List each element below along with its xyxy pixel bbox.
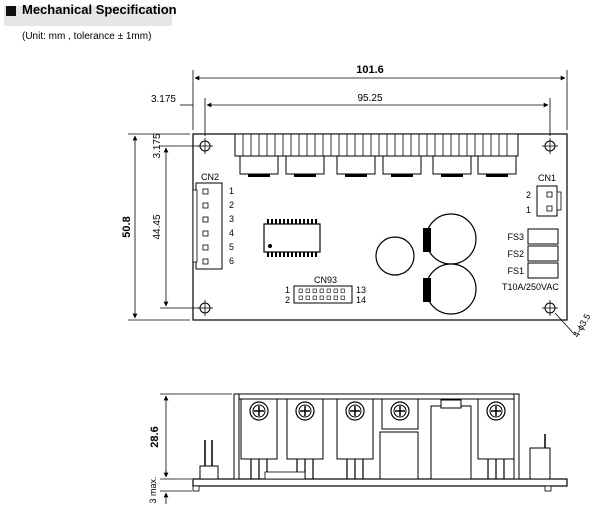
dim-hole-offset-y: 3.175	[152, 133, 163, 158]
fuse-fs3	[527, 228, 559, 245]
fuse-label: FS2	[507, 249, 524, 259]
cn93-label: CN93	[314, 275, 337, 285]
cn93-pin: 13	[356, 285, 366, 295]
screw-icon	[390, 401, 410, 421]
dim-hole-spacing-x: 95.25	[357, 93, 382, 104]
ic-chip	[263, 219, 321, 257]
fuse-label: FS1	[507, 266, 524, 276]
dim-hole-spacing-y: 44.45	[152, 214, 163, 239]
cn2-pin: 4	[229, 228, 234, 238]
page-title: Mechanical Specification	[22, 2, 177, 17]
side-view: 28.6 3 max.	[148, 393, 568, 504]
heatsink-top	[234, 133, 519, 157]
title-bar	[4, 6, 172, 26]
dim-bottom-clearance: 3 max.	[148, 476, 158, 503]
cn2-label: CN2	[201, 172, 219, 182]
cn2-pin: 2	[229, 200, 234, 210]
hole-callout: 4-ϕ3.5	[571, 312, 592, 339]
screw-icon	[249, 401, 269, 421]
screw-icon	[345, 401, 365, 421]
capacitor-large	[425, 263, 477, 315]
cn93-connector	[293, 285, 353, 304]
cn2-pin: 1	[229, 186, 234, 196]
title-bullet-icon	[6, 6, 16, 16]
cn2-pin: 5	[229, 242, 234, 252]
page-subtitle: (Unit: mm , tolerance ± 1mm)	[22, 31, 152, 42]
top-view: 101.6 95.25 3.175 50.8 44.45 3.175 4-ϕ3.…	[121, 64, 593, 339]
capacitor-small	[375, 236, 415, 276]
cn93-pin: 14	[356, 295, 366, 305]
dim-overall-height: 50.8	[121, 216, 133, 237]
capacitor-large	[425, 213, 477, 265]
cn93-pin: 1	[285, 285, 290, 295]
cn1-pin: 2	[526, 190, 531, 200]
pcb-side	[192, 478, 568, 487]
cn2-pin: 6	[229, 256, 234, 266]
dim-side-height: 28.6	[149, 426, 161, 447]
screw-icon	[295, 401, 315, 421]
dim-overall-width: 101.6	[356, 64, 384, 76]
cn1-connector	[536, 185, 558, 217]
cn1-label: CN1	[538, 173, 556, 183]
cn93-pin: 2	[285, 295, 290, 305]
dim-hole-offset-x: 3.175	[151, 94, 176, 105]
cn2-pin: 3	[229, 214, 234, 224]
screw-icon	[486, 401, 506, 421]
fuse-label: FS3	[507, 232, 524, 242]
fuse-fs2	[527, 245, 559, 262]
fuse-fs1	[527, 262, 559, 279]
cn2-connector	[195, 182, 223, 270]
fuse-rating: T10A/250VAC	[502, 282, 559, 292]
cn1-pin: 1	[526, 205, 531, 215]
